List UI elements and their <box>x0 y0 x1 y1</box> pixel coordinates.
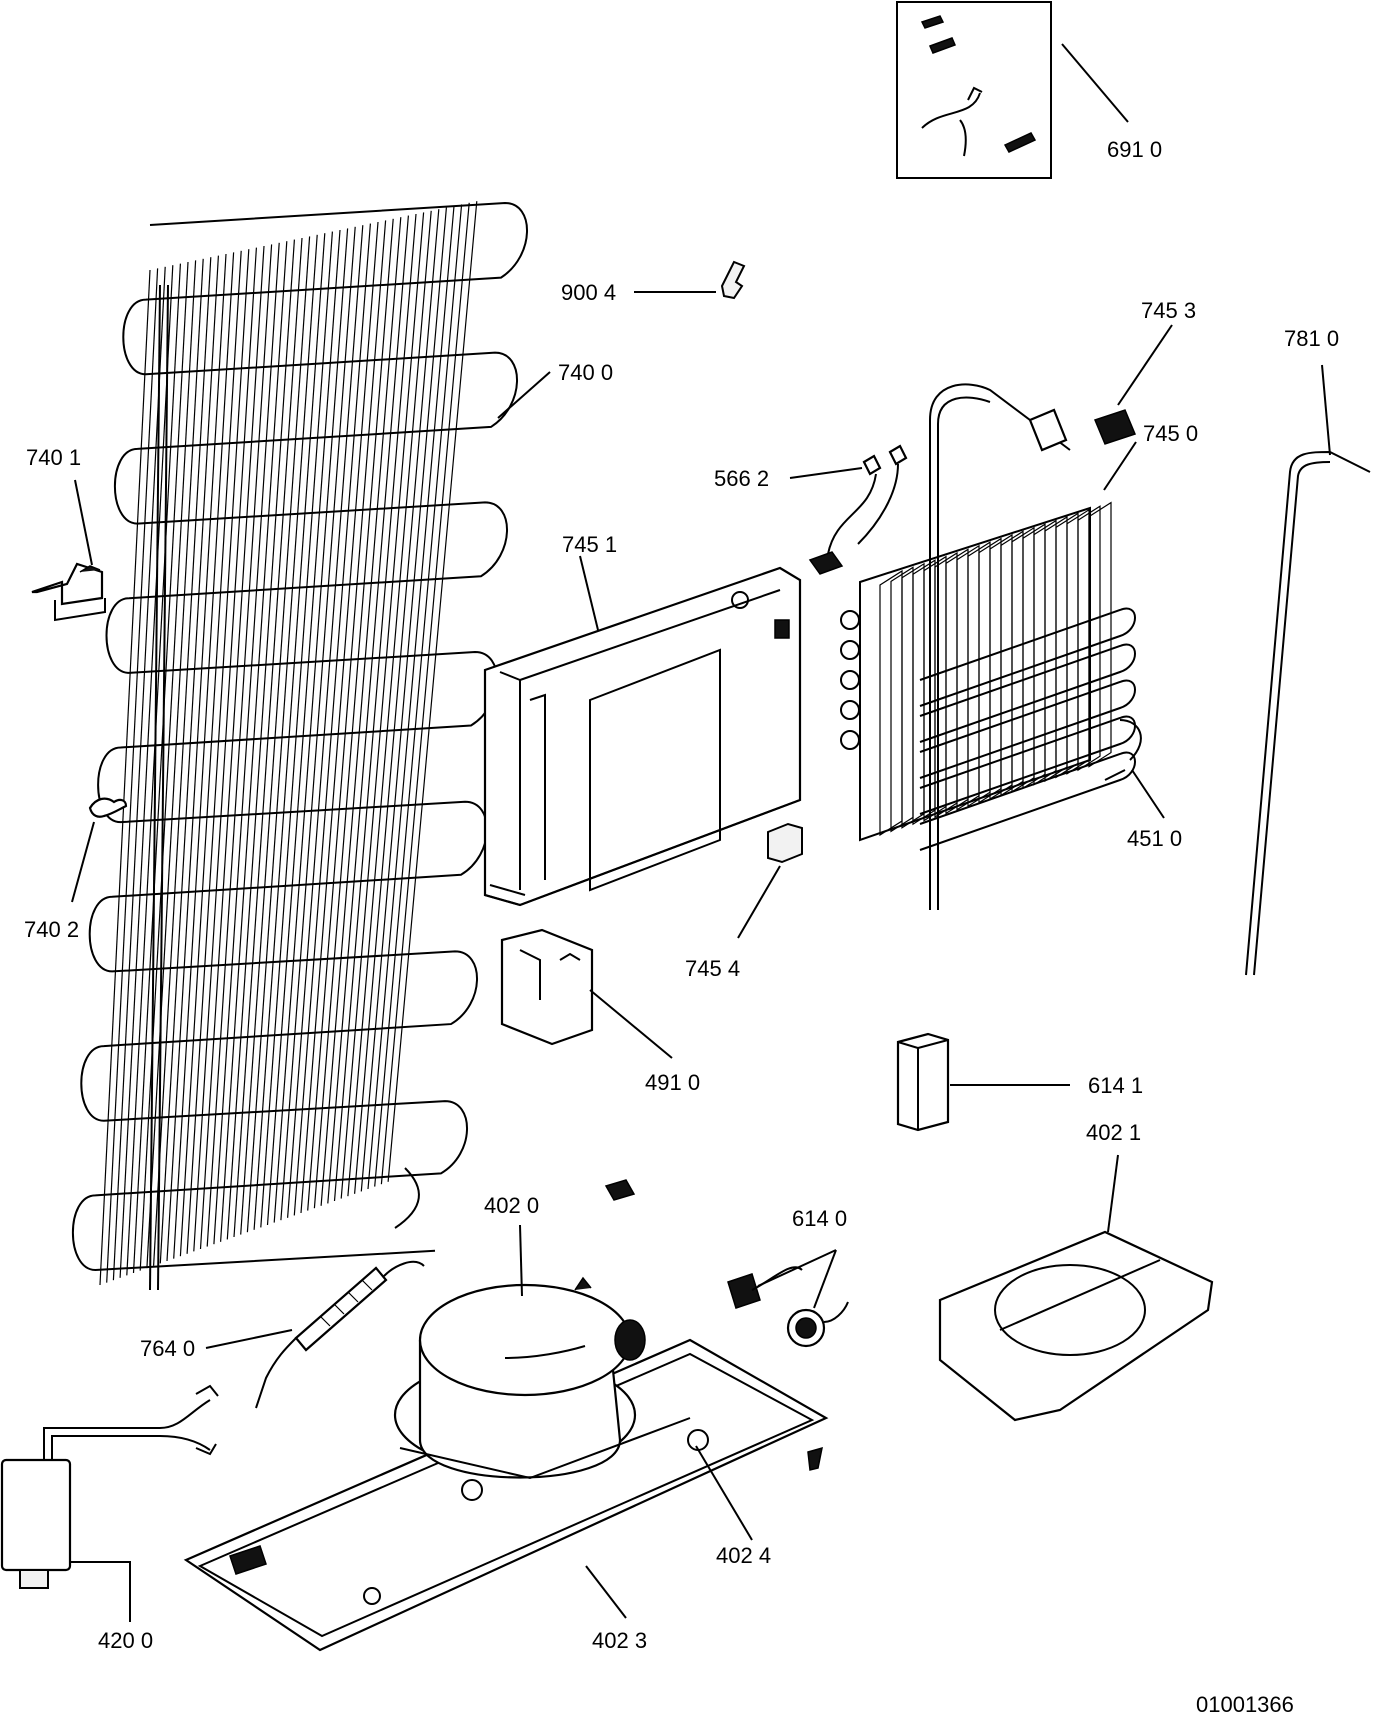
part-power-cord-420-0 <box>0 1384 219 1589</box>
condenser-wire <box>287 225 364 1218</box>
label-402-0: 402 0 <box>484 1193 539 1218</box>
part-evaporator-housing <box>483 566 802 907</box>
condenser-wire <box>193 247 257 1252</box>
evaporator-tube-end <box>840 700 860 720</box>
part-900-4 <box>720 260 746 300</box>
condenser-wire <box>112 266 166 1281</box>
condenser-wire <box>293 223 371 1216</box>
label-402-3: 402 3 <box>592 1628 647 1653</box>
label-402-1: 402 1 <box>1086 1120 1141 1145</box>
part-connector-566-2 <box>808 444 908 575</box>
evaporator-tube <box>919 751 1136 851</box>
label-745-4: 745 4 <box>685 956 740 981</box>
condenser-wire <box>166 253 227 1262</box>
label-745-1: 745 1 <box>562 532 617 557</box>
condenser-wire <box>307 220 387 1211</box>
condenser-wire <box>333 213 417 1202</box>
label-491-0: 491 0 <box>645 1070 700 1095</box>
condenser-wire <box>213 242 280 1245</box>
document-id: 01001366 <box>1196 1692 1294 1715</box>
condenser-wire <box>266 229 341 1226</box>
condenser-wire <box>360 207 447 1192</box>
condenser-wire <box>146 258 204 1269</box>
part-relay-614-0 <box>727 1266 849 1348</box>
condenser-wire <box>159 255 219 1264</box>
condenser-wire <box>139 260 197 1271</box>
condenser-wire <box>327 215 409 1204</box>
condenser-wire <box>300 221 379 1214</box>
part-filter-drier-764-0 <box>255 1260 425 1409</box>
condenser-wire <box>132 261 189 1274</box>
condenser-wire <box>179 250 242 1257</box>
condenser-wire <box>106 268 159 1283</box>
label-764-0: 764 0 <box>140 1336 195 1361</box>
condenser-wire <box>387 201 478 1182</box>
condenser-wire <box>126 263 181 1276</box>
condenser-wire <box>199 245 265 1250</box>
label-451-0: 451 0 <box>1127 826 1182 851</box>
condenser-wire <box>374 204 463 1187</box>
evaporator-tube <box>919 679 1136 779</box>
condenser-wire <box>260 231 333 1228</box>
label-420-0: 420 0 <box>98 1628 153 1653</box>
evaporator-tube <box>919 643 1136 743</box>
condenser-wire <box>313 218 394 1209</box>
part-745-4 <box>767 822 803 864</box>
condenser-wire <box>173 252 235 1259</box>
label-900-4: 900 4 <box>561 280 616 305</box>
label-745-3: 745 3 <box>1141 298 1196 323</box>
condenser-wire <box>119 265 174 1278</box>
part-drip-tray-402-1 <box>938 1230 1214 1422</box>
label-402-4: 402 4 <box>716 1543 771 1568</box>
condenser-wire <box>220 241 288 1242</box>
condenser-wire <box>367 205 455 1190</box>
condenser-wire <box>280 226 356 1221</box>
condenser-wire <box>347 210 432 1197</box>
condenser-wire <box>99 269 151 1286</box>
condenser-wire <box>226 239 295 1240</box>
label-566-2: 566 2 <box>714 466 769 491</box>
label-740-2: 740 2 <box>24 917 79 942</box>
label-745-0: 745 0 <box>1143 421 1198 446</box>
label-740-1: 740 1 <box>26 445 81 470</box>
leader-lines <box>70 43 1331 1622</box>
part-compressor-402-0 <box>393 1276 691 1480</box>
part-tube-781-0 <box>1245 450 1371 976</box>
part-evaporator <box>840 383 1142 910</box>
label-614-0: 614 0 <box>792 1206 847 1231</box>
part-614-1 <box>896 1032 950 1132</box>
label-614-1: 614 1 <box>1088 1073 1143 1098</box>
condenser-wire <box>206 244 273 1247</box>
evaporator-tube-end <box>840 640 860 660</box>
evaporator-tube <box>919 607 1136 707</box>
evaporator-tube-end <box>840 670 860 690</box>
condenser-wire <box>233 237 303 1238</box>
condenser-coil <box>71 201 528 1291</box>
condenser-wire <box>320 217 402 1206</box>
part-screw <box>604 1179 823 1471</box>
part-labels: 691 0 900 4 745 3 781 0 740 0 745 0 740 … <box>24 137 1339 1715</box>
condenser-wire <box>246 234 318 1233</box>
evaporator-tube-end <box>840 730 860 750</box>
condenser-wire <box>240 236 311 1235</box>
part-kit-box <box>896 1 1052 179</box>
part-clip-740-1 <box>31 562 106 622</box>
evaporator-tube-end <box>840 610 860 630</box>
condenser-wire <box>340 212 425 1199</box>
label-740-0: 740 0 <box>558 360 613 385</box>
condenser-wire <box>186 249 250 1254</box>
condenser-wire <box>153 257 212 1266</box>
condenser-wire <box>380 202 470 1185</box>
part-clip-740-2 <box>88 797 128 818</box>
part-bracket-491-0 <box>500 928 594 1046</box>
label-691-0: 691 0 <box>1107 137 1162 162</box>
label-781-0: 781 0 <box>1284 326 1339 351</box>
condenser-wire <box>354 209 440 1194</box>
condenser-wire <box>253 233 326 1230</box>
condenser-wire <box>273 228 349 1223</box>
